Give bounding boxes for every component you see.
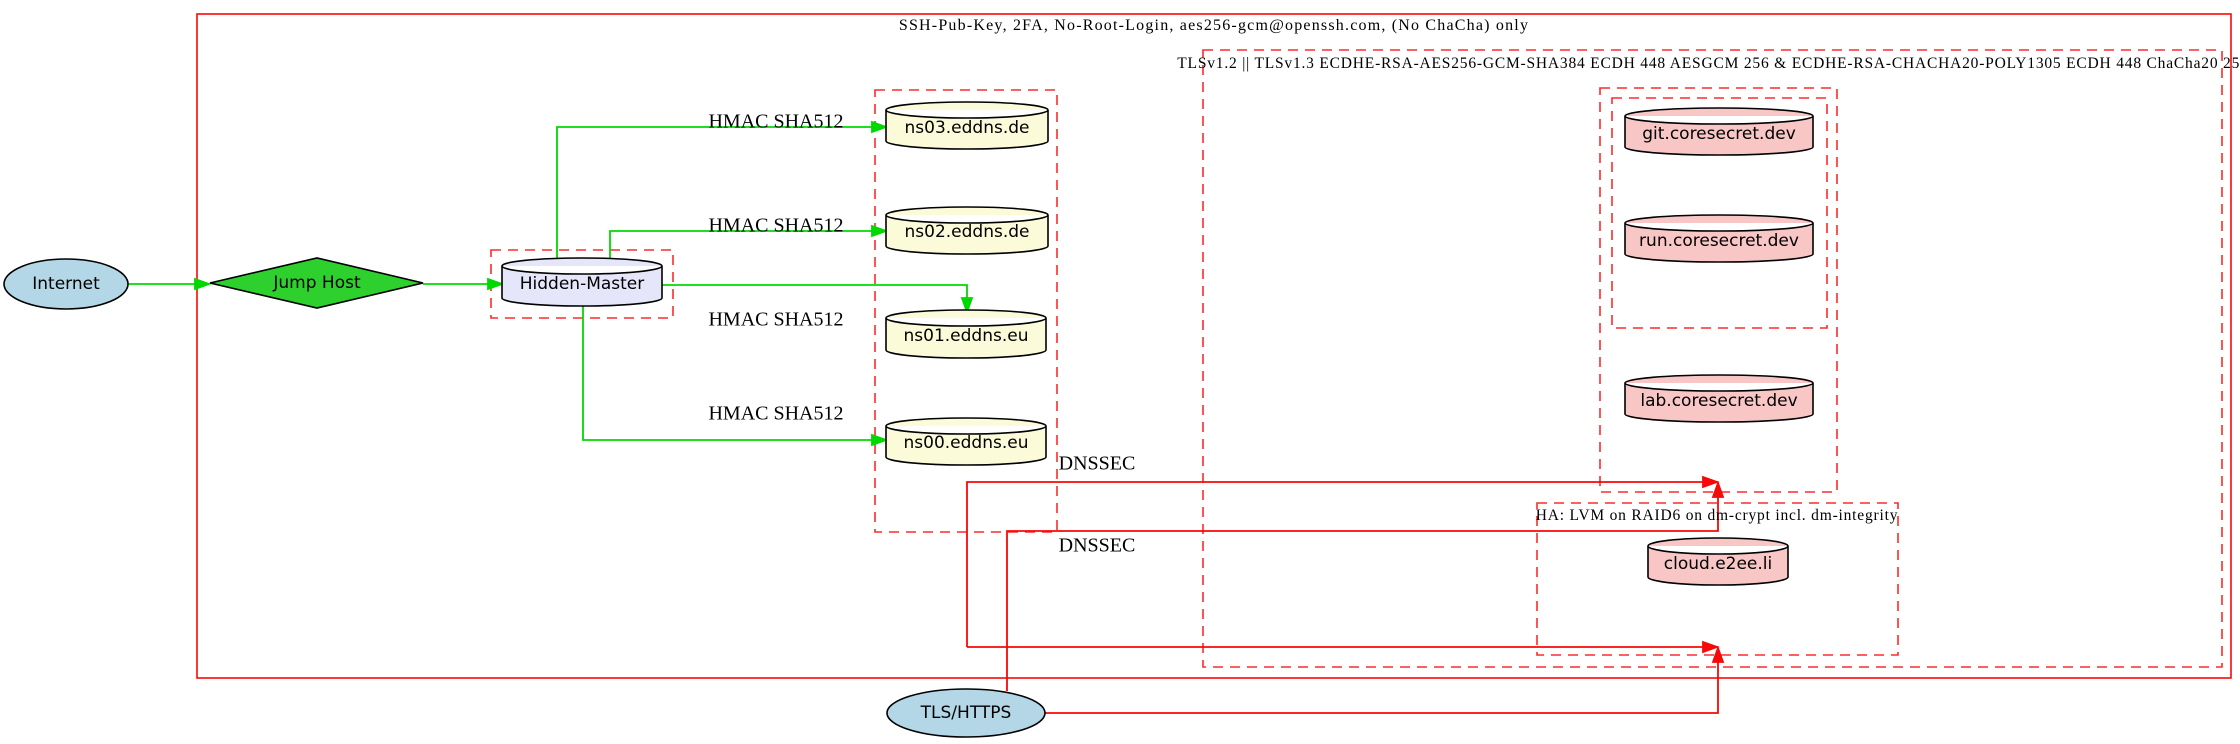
- edge-jumphost-hiddenmaster-arrowhead: [487, 277, 505, 291]
- internet-label: Internet: [32, 274, 100, 294]
- ns01-label: ns01.eddns.eu: [903, 326, 1029, 346]
- edge-hiddenmaster-ns02-arrowhead: [871, 224, 889, 238]
- ns00-label: ns00.eddns.eu: [903, 433, 1029, 453]
- hmac-ns02-edge-label: HMAC SHA512: [708, 214, 844, 237]
- edge-internet-jumphost-arrowhead: [194, 277, 212, 291]
- ssh-cluster-label: SSH-Pub-Key, 2FA, No-Root-Login, aes256-…: [898, 17, 1530, 34]
- dnssec-bottom-edge-label: DNSSEC: [1058, 534, 1136, 557]
- edge-tlshttps-to-ha-arrowhead: [1711, 645, 1725, 663]
- coresecret-outer-cluster-box: [1599, 87, 1838, 493]
- ha-cluster-label: HA: LVM on RAID6 on dm-crypt incl. dm-in…: [1535, 507, 1899, 524]
- edge-tlshttps-to-ha: [1045, 662, 1719, 714]
- lab-label: lab.coresecret.dev: [1640, 391, 1798, 411]
- edge-hiddenmaster-ns00-arrowhead: [871, 433, 889, 447]
- tls-cluster-box: [1202, 49, 2223, 668]
- ns00-node: [885, 417, 1047, 466]
- internet-node: [3, 258, 129, 310]
- coresecret-inner-cluster-box: [1611, 97, 1828, 329]
- run-node: [1624, 214, 1814, 263]
- dnssec-top-edge-label: DNSSEC: [1058, 452, 1136, 475]
- ns02-label: ns02.eddns.de: [904, 222, 1030, 242]
- hidden-master-label: Hidden-Master: [519, 274, 645, 294]
- edge-dnssec-to-coresecret-arrowhead: [1702, 475, 1720, 489]
- tls-cluster-label: TLSv1.2 || TLSv1.3 ECDHE-RSA-AES256-GCM-…: [1177, 55, 2240, 72]
- ns03-node: [885, 101, 1049, 150]
- tls-https-label: TLS/HTTPS: [920, 703, 1012, 723]
- ns01-node: [885, 309, 1047, 359]
- git-label: git.coresecret.dev: [1642, 124, 1796, 144]
- cloud-node: [1647, 537, 1789, 586]
- edge-hiddenmaster-ns01-arrowhead: [960, 297, 974, 315]
- edge-dnssec-to-ha-arrowhead: [1702, 640, 1720, 654]
- hmac-ns00-edge-label: HMAC SHA512: [708, 402, 844, 425]
- edge-hiddenmaster-ns02: [609, 230, 872, 258]
- edge-tlshttps-to-coresecret: [1006, 497, 1719, 691]
- green-edges: [128, 120, 974, 447]
- lab-node: [1624, 374, 1814, 423]
- hidden-master-node: [501, 257, 663, 307]
- jump-host-node: [209, 257, 424, 309]
- edge-hiddenmaster-ns00: [582, 305, 872, 441]
- ssh-cluster-box: [196, 13, 2232, 679]
- git-node: [1624, 107, 1814, 156]
- jump-host-label: Jump Host: [273, 273, 361, 293]
- edge-dnssec-to-coresecret: [966, 481, 1703, 647]
- run-label: run.coresecret.dev: [1639, 231, 1799, 251]
- edge-hiddenmaster-ns03-arrowhead: [871, 120, 889, 134]
- cloud-label: cloud.e2ee.li: [1663, 554, 1773, 574]
- red-edges: [966, 475, 1725, 714]
- edge-hiddenmaster-ns03: [556, 126, 872, 258]
- hmac-ns03-edge-label: HMAC SHA512: [708, 110, 844, 133]
- hmac-ns01-edge-label: HMAC SHA512: [708, 308, 844, 331]
- tls-https-node: [886, 688, 1046, 738]
- ns02-node: [885, 206, 1049, 255]
- dns-cluster-box: [874, 89, 1058, 533]
- ns03-label: ns03.eddns.de: [904, 118, 1030, 138]
- edge-tlshttps-to-coresecret-arrowhead: [1711, 480, 1725, 498]
- edge-hiddenmaster-ns01: [662, 284, 968, 298]
